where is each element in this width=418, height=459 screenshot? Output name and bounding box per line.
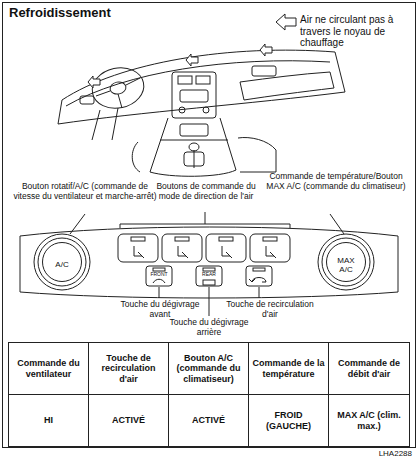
settings-table (9, 343, 410, 447)
line-art (160, 140, 228, 141)
line-art (62, 50, 335, 100)
line-art (146, 266, 172, 286)
line-art (150, 170, 236, 176)
line-art (178, 76, 192, 84)
line-art (175, 237, 189, 241)
callout-label: Bouton rotatif/A/C (commande de vitesse … (10, 182, 160, 202)
line-art (335, 52, 345, 92)
line-art (222, 246, 232, 258)
line-art (70, 214, 85, 234)
line-art (318, 234, 374, 290)
line-art (134, 246, 144, 258)
line-art (153, 279, 165, 283)
table-cell: MAX A/C (clim. max.) (329, 395, 409, 446)
line-art (196, 266, 222, 286)
line-art (89, 343, 329, 447)
line-art (131, 237, 145, 241)
line-art (252, 66, 276, 76)
line-art (203, 107, 209, 113)
callout-label: Touche du dégivrage avant (120, 300, 200, 320)
line-art (209, 287, 210, 316)
control-knob: A/C (42, 242, 82, 282)
knob-label: MAX A/C (330, 257, 362, 274)
line-art (153, 268, 165, 271)
figure-code: LHA2288 (350, 449, 412, 458)
line-art (66, 61, 330, 106)
line-art (178, 246, 188, 258)
line-art (180, 124, 208, 136)
line-art (203, 268, 215, 271)
line-art (150, 118, 236, 172)
callout-label: Boutons de commande du mode de direction… (150, 182, 262, 202)
line-art (92, 108, 118, 140)
line-art (276, 14, 296, 30)
table-cell: ACTIVÉ (89, 395, 168, 446)
line-art (9, 394, 410, 395)
line-art (58, 92, 345, 124)
line-art (186, 54, 198, 66)
line-art (96, 78, 140, 108)
line-art (88, 63, 147, 113)
line-art (80, 96, 94, 104)
line-art (9, 343, 410, 447)
line-art (219, 237, 233, 241)
line-art (180, 90, 208, 102)
line-art (179, 107, 185, 113)
line-art (189, 143, 199, 151)
control-knob: MAX A/C (326, 242, 366, 282)
callout-label: Touche du dégivrage arrière (166, 318, 252, 338)
table-cell: Commande du ventilateur (9, 343, 88, 394)
line-art (330, 214, 344, 234)
line-art (322, 238, 370, 286)
line-art (263, 237, 277, 241)
frame (3, 3, 416, 448)
callout-label: FRONT (145, 272, 173, 278)
line-art (120, 212, 290, 228)
line-art (259, 287, 260, 298)
line-art (203, 280, 215, 285)
air-arrow-symbol (88, 14, 296, 88)
table-cell: Touche de recirculation d'air (89, 343, 168, 394)
table-cell: HI (9, 395, 88, 446)
line-art (266, 246, 276, 258)
table-cell: Bouton A/C (commande du climatiseur) (169, 343, 248, 394)
dashboard-drawing (58, 50, 345, 176)
callout-label: Air ne circulant pas à travers le noyau … (300, 14, 412, 49)
line-art (250, 234, 290, 262)
callout-label: Commande de température/Bouton MAX A/C (… (262, 172, 410, 192)
table-cell: ACTIVÉ (169, 395, 248, 446)
line-art (196, 76, 210, 84)
table-cell: Commande de la température (249, 343, 328, 394)
callout-label: REAR (195, 272, 223, 278)
line-art (249, 279, 255, 282)
line-art (246, 266, 272, 286)
line-art (238, 138, 276, 173)
line-art (194, 150, 195, 168)
line-art (184, 152, 204, 166)
line-art (162, 234, 202, 262)
line-art (240, 72, 334, 100)
line-art (260, 44, 272, 56)
line-art (3, 3, 416, 448)
callout-label: Touche de recirculation d'air (225, 300, 315, 320)
line-art (88, 76, 100, 88)
line-art (38, 238, 86, 286)
line-art (109, 80, 127, 95)
title: Refroidissement (9, 6, 111, 21)
line-art (58, 100, 62, 124)
table-cell: Commande de débit d'air (329, 343, 409, 394)
line-art (172, 72, 216, 118)
table-cell: FROID (GAUCHE) (249, 395, 328, 446)
line-art (159, 287, 160, 298)
line-art (132, 142, 140, 172)
line-art (206, 234, 246, 262)
line-art (34, 234, 90, 290)
line-art (118, 234, 158, 262)
knob-label: A/C (46, 261, 78, 269)
line-art (253, 268, 265, 271)
